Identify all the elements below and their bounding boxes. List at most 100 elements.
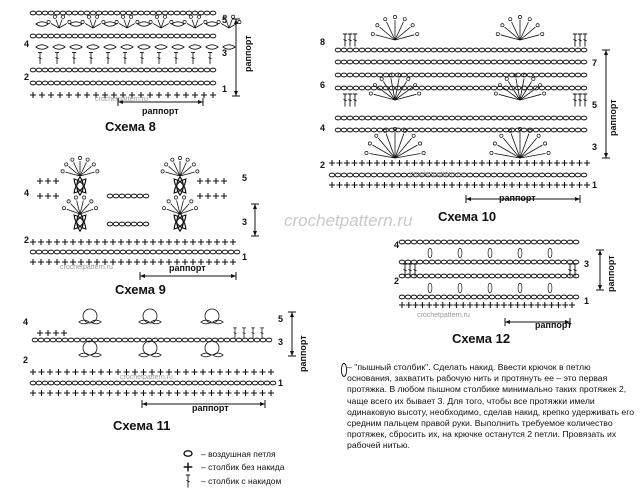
chain-stitch	[531, 76, 536, 81]
chain-stitch	[550, 47, 558, 53]
chain-stitch	[65, 67, 73, 73]
chain-stitch	[35, 80, 43, 86]
single-crochet	[546, 159, 553, 167]
single-crochet	[205, 238, 213, 246]
chain-stitch	[418, 72, 426, 78]
chain-stitch	[77, 80, 85, 86]
single-crochet	[328, 159, 336, 167]
bracket-line	[386, 21, 396, 41]
chain-stitch	[127, 337, 135, 343]
chain-stitch	[506, 239, 514, 245]
single-crochet	[531, 159, 538, 167]
chain-stitch	[406, 76, 411, 81]
chain-stitch	[526, 127, 534, 133]
chain-stitch	[376, 59, 384, 65]
chain-stitch	[80, 20, 85, 24]
bracket-line	[79, 208, 94, 215]
chain-stitch	[113, 380, 121, 386]
chain-stitch	[484, 47, 492, 53]
chain-stitch	[119, 10, 127, 16]
chain-stitch	[352, 127, 360, 133]
row-num: 2	[394, 276, 399, 286]
chain-stitch	[83, 249, 91, 255]
chain-stitch	[59, 67, 67, 73]
chain-stitch	[179, 380, 187, 386]
bracket-line	[179, 208, 194, 215]
chain-stitch	[95, 249, 103, 255]
single-crochet	[85, 238, 93, 246]
chain-stitch	[412, 115, 420, 121]
chain-stitch	[544, 85, 552, 91]
chain-stitch	[131, 33, 139, 39]
chain-stitch	[484, 172, 492, 178]
single-crochet	[568, 301, 576, 309]
chain-stitch	[167, 80, 175, 86]
chain-stitch	[398, 239, 406, 245]
leaf-stitch	[137, 44, 151, 50]
chain-stitch	[119, 67, 127, 73]
bracket-line	[179, 162, 187, 177]
chain-stitch	[413, 83, 418, 88]
chain-stitch	[29, 10, 37, 16]
chain-stitch	[71, 67, 79, 73]
chain-stitch	[107, 80, 115, 86]
chain-stitch	[502, 127, 510, 133]
chain-stitch	[215, 249, 223, 255]
row-num: 1	[242, 252, 247, 262]
single-crochet	[463, 159, 471, 167]
single-crochet	[259, 389, 266, 397]
bracket-line	[519, 133, 530, 159]
single-crochet	[501, 181, 508, 189]
chain-stitch	[191, 380, 199, 386]
single-crochet	[456, 181, 463, 189]
chain-stitch	[488, 239, 496, 245]
chain-stitch	[574, 59, 582, 65]
chain-stitch	[113, 249, 121, 255]
picot-ring	[82, 340, 98, 356]
chain-stitch	[161, 10, 169, 16]
chain-stitch	[173, 80, 181, 86]
chain-stitch	[532, 115, 540, 121]
chain-stitch	[77, 67, 85, 73]
chain-stitch	[352, 85, 360, 91]
chain-stitch	[466, 115, 474, 121]
chain-stitch	[394, 115, 402, 121]
bracket-line	[377, 137, 396, 159]
chain-stitch	[66, 199, 71, 204]
chain-stitch	[424, 85, 432, 91]
chain-stitch	[416, 259, 424, 265]
single-crochet	[514, 301, 522, 309]
chain-stitch	[490, 85, 498, 91]
chain-stitch	[466, 59, 474, 65]
chain-stitch	[418, 141, 423, 146]
single-crochet	[155, 91, 163, 99]
chain-stitch	[478, 72, 486, 78]
single-crochet	[523, 159, 531, 167]
chain-stitch	[562, 172, 570, 178]
chain-stitch	[166, 199, 171, 204]
single-crochet	[213, 258, 221, 266]
chain-stitch	[59, 10, 67, 16]
single-crochet	[548, 301, 556, 309]
single-crochet	[267, 389, 275, 397]
chain-stitch	[400, 59, 408, 65]
chain-stitch	[253, 337, 261, 343]
puff-stitch	[487, 282, 493, 294]
bracket-line	[502, 137, 521, 159]
single-crochet	[448, 181, 456, 189]
single-crochet	[381, 181, 388, 189]
bracket-line	[194, 19, 199, 29]
single-crochet	[63, 389, 71, 397]
chain-stitch	[143, 67, 151, 73]
chain-stitch	[107, 249, 115, 255]
single-crochet	[433, 159, 441, 167]
chain-stitch	[382, 127, 390, 133]
bracket-line	[123, 19, 128, 29]
chain-stitch	[114, 20, 119, 24]
bracket-line	[519, 21, 529, 41]
chain-stitch	[340, 85, 348, 91]
chain-stitch	[562, 85, 570, 91]
chain-stitch	[29, 33, 37, 39]
chain-stitch	[29, 249, 37, 255]
chain-stitch	[446, 273, 454, 279]
